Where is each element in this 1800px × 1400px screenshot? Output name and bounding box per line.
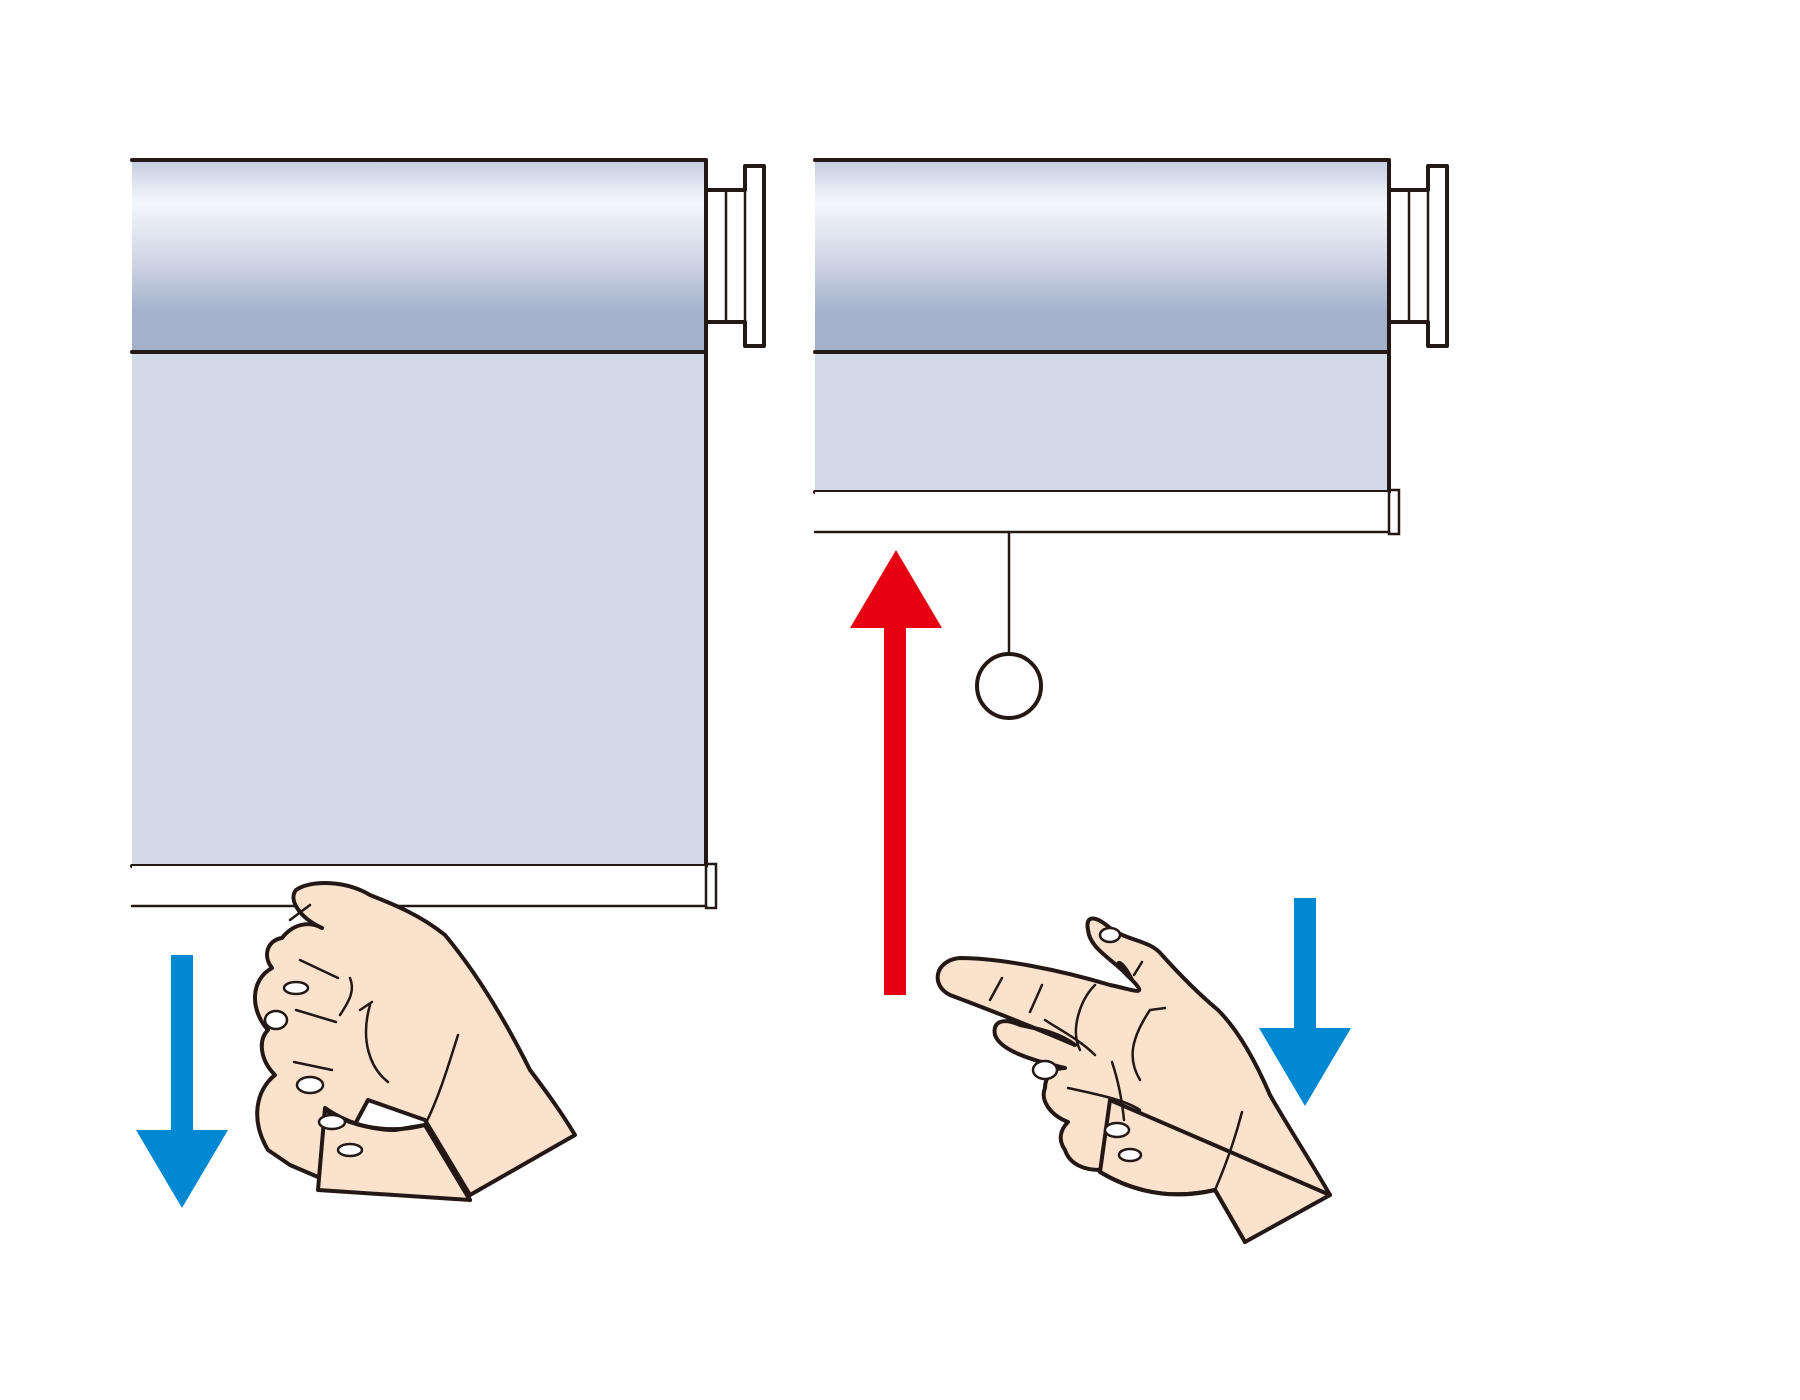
left-down-arrow <box>136 955 228 1208</box>
right-hand-detail <box>988 926 1332 1244</box>
right-panel <box>813 158 1449 1244</box>
right-bottom-bar-cap <box>1387 488 1401 536</box>
left-bottom-bar <box>130 862 718 910</box>
right-bracket <box>1387 164 1449 348</box>
left-bottom-bar-cap <box>704 862 718 910</box>
right-pull-ring <box>975 530 1043 720</box>
right-bottom-bar <box>813 488 1401 536</box>
left-panel <box>130 158 766 1208</box>
left-bracket <box>704 164 766 348</box>
left-roller <box>132 160 706 352</box>
right-up-arrow <box>850 550 942 995</box>
right-fabric-panel <box>815 352 1389 492</box>
right-down-arrow <box>1259 898 1351 1106</box>
left-fabric <box>130 158 708 868</box>
right-roller <box>815 160 1389 352</box>
left-fabric-panel <box>132 352 706 866</box>
right-fabric <box>813 158 1391 494</box>
left-hand-detail <box>263 903 472 1202</box>
